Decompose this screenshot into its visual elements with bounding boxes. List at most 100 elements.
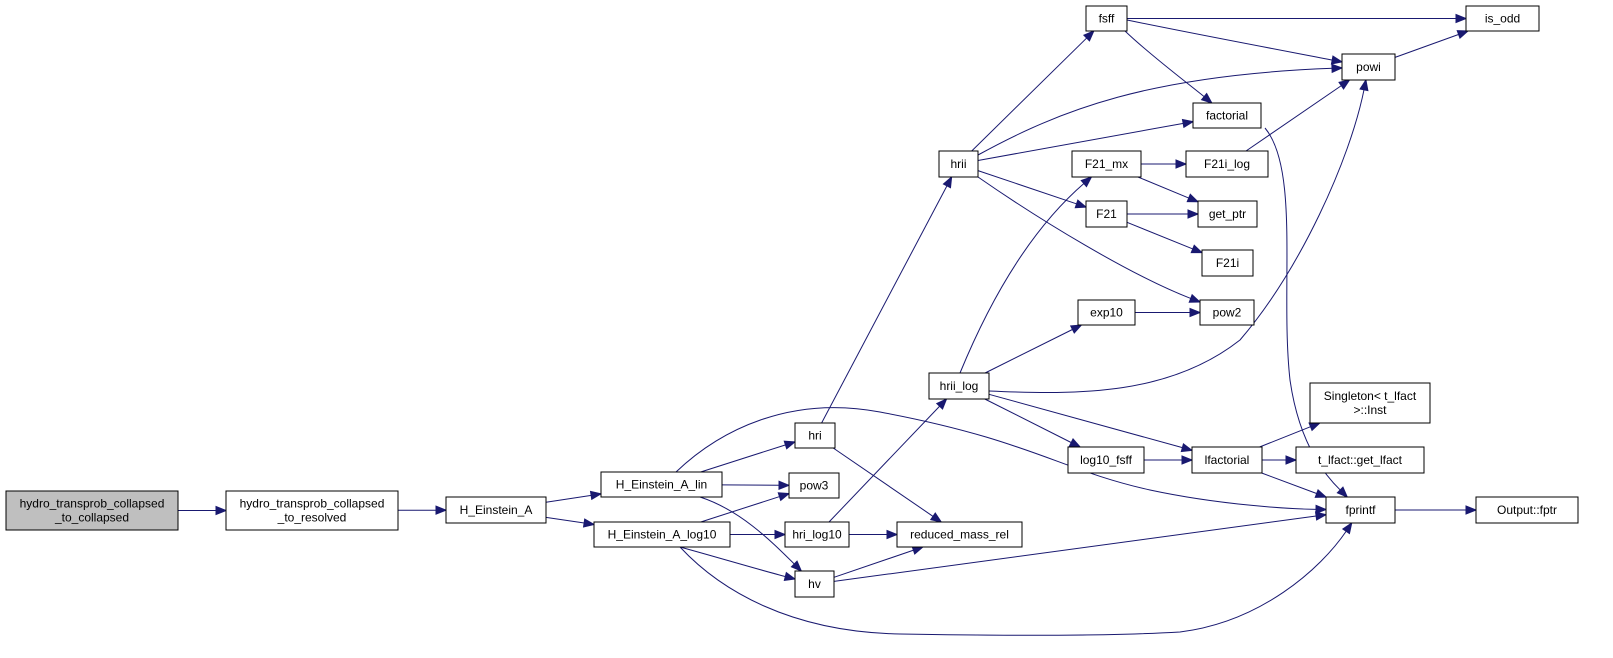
edge-arrowhead: [783, 440, 797, 450]
edge-arrowhead: [1082, 30, 1095, 42]
node-H_Einstein_A[interactable]: H_Einstein_A: [445, 496, 547, 524]
edge-arrowhead: [1338, 79, 1351, 90]
node-get_ptr[interactable]: get_ptr: [1197, 200, 1258, 228]
edge-F21-to-F21i: [1126, 221, 1204, 254]
node-label: t_lfact::get_lfact: [1318, 453, 1403, 467]
edge-line: [833, 549, 915, 578]
node-H_Einstein_A_log10[interactable]: H_Einstein_A_log10: [593, 521, 731, 548]
node-label: Singleton< t_lfact: [1324, 389, 1417, 403]
edge-line: [1126, 221, 1194, 250]
edge-arrowhead: [1188, 293, 1202, 303]
edge-H_Einstein_A_lin-to-pow3: [721, 480, 791, 491]
node-fprintf[interactable]: fprintf: [1325, 496, 1396, 524]
edge-arrowhead: [1190, 244, 1204, 254]
node-box: [788, 472, 840, 499]
edge-line: [1245, 84, 1343, 152]
node-powi[interactable]: powi: [1341, 53, 1396, 81]
node-fsff[interactable]: fsff: [1085, 5, 1128, 32]
node-output_fptr[interactable]: Output::fptr: [1475, 496, 1579, 524]
node-box: [1295, 446, 1425, 474]
node-label: is_odd: [1485, 12, 1520, 26]
edge-line: [1259, 425, 1312, 448]
edge-line: [1126, 19, 1334, 61]
node-lfactorial[interactable]: lfactorial: [1191, 446, 1263, 474]
node-F21i[interactable]: F21i: [1201, 249, 1254, 277]
edge-hri-to-reduced_mass_rel: [832, 447, 943, 523]
node-singleton[interactable]: Singleton< t_lfact>::Inst: [1309, 382, 1431, 424]
edge-arrowhead: [942, 175, 953, 189]
node-reduced_mass_rel[interactable]: reduced_mass_rel: [896, 521, 1023, 548]
node-label: log10_fsff: [1080, 453, 1132, 467]
node-label: pow3: [800, 479, 829, 493]
node-hrii[interactable]: hrii: [938, 150, 979, 178]
node-F21i_log[interactable]: F21i_log: [1185, 150, 1269, 178]
edge-line: [977, 67, 1334, 156]
edge-arrowhead: [1456, 30, 1470, 40]
edge-log10_fsff-to-lfactorial: [1144, 455, 1194, 465]
node-box: [5, 490, 179, 531]
node-pow3[interactable]: pow3: [788, 472, 840, 499]
node-hrii_log[interactable]: hrii_log: [928, 372, 990, 400]
edge-line: [977, 170, 1078, 205]
node-get_lfact[interactable]: t_lfact::get_lfact: [1295, 446, 1425, 474]
node-pow2[interactable]: pow2: [1199, 299, 1255, 326]
edge-arrowhead: [1331, 63, 1344, 74]
edge-arrowhead: [1175, 159, 1188, 169]
node-box: [1191, 446, 1263, 474]
node-box: [1325, 496, 1396, 524]
edge-lfactorial-to-get_lfact: [1262, 455, 1298, 465]
edge-arrowhead: [215, 505, 228, 516]
edge-arrowhead: [1181, 455, 1194, 465]
edge-arrowhead: [582, 518, 596, 528]
node-label: F21_mx: [1085, 157, 1128, 171]
node-hv[interactable]: hv: [794, 570, 835, 598]
edge-F21i_log-to-powi: [1245, 79, 1351, 152]
edge-arrowhead: [935, 398, 948, 410]
edge-line: [700, 444, 787, 473]
edge-hrii_log-to-F21_mx: [959, 176, 1093, 374]
edge-arrowhead: [783, 571, 797, 581]
node-box: [1465, 5, 1540, 32]
node-is_odd[interactable]: is_odd: [1465, 5, 1540, 32]
edge-line: [679, 546, 787, 578]
node-root[interactable]: hydro_transprob_collapsed_to_collapsed: [5, 490, 179, 531]
edge-hrii_log-to-powi: [988, 78, 1369, 393]
node-label: H_Einstein_A: [460, 503, 533, 517]
edge-arrowhead: [1200, 92, 1213, 104]
node-exp10[interactable]: exp10: [1077, 299, 1136, 326]
node-box: [1309, 382, 1431, 424]
edge-arrowhead: [777, 492, 791, 502]
edge-F21-to-get_ptr: [1127, 209, 1200, 219]
node-label: F21i_log: [1204, 157, 1250, 171]
edge-hrii_log-to-lfactorial: [988, 393, 1194, 453]
node-box: [794, 570, 835, 598]
edge-line: [984, 328, 1074, 374]
node-box: [1185, 150, 1269, 178]
edge-arrowhead: [1314, 511, 1328, 521]
node-box: [794, 422, 836, 449]
node-hri[interactable]: hri: [794, 422, 836, 449]
node-F21[interactable]: F21: [1085, 200, 1128, 228]
node-box: [1197, 200, 1258, 228]
edge-line: [1261, 472, 1318, 495]
edge-arrowhead: [589, 490, 603, 501]
node-box: [1475, 496, 1579, 524]
node-to_resolved[interactable]: hydro_transprob_collapsed_to_resolved: [225, 490, 399, 531]
node-box: [1067, 446, 1145, 474]
edge-arrowhead: [1359, 78, 1369, 92]
node-label: exp10: [1090, 306, 1123, 320]
node-box: [1077, 299, 1136, 326]
node-label: reduced_mass_rel: [910, 528, 1009, 542]
node-label: >::Inst: [1353, 403, 1387, 417]
node-F21_mx[interactable]: F21_mx: [1071, 150, 1142, 178]
node-label: get_ptr: [1209, 207, 1246, 221]
node-factorial[interactable]: factorial: [1192, 102, 1262, 129]
node-log10_fsff[interactable]: log10_fsff: [1067, 446, 1145, 474]
edge-arrowhead: [1336, 486, 1349, 498]
node-box: [600, 471, 723, 498]
node-hri_log10[interactable]: hri_log10: [784, 521, 850, 548]
edge-arrowhead: [1080, 176, 1093, 188]
edge-F21_mx-to-F21i_log: [1141, 159, 1188, 169]
node-box: [784, 521, 850, 548]
node-H_Einstein_A_lin[interactable]: H_Einstein_A_lin: [600, 471, 723, 498]
